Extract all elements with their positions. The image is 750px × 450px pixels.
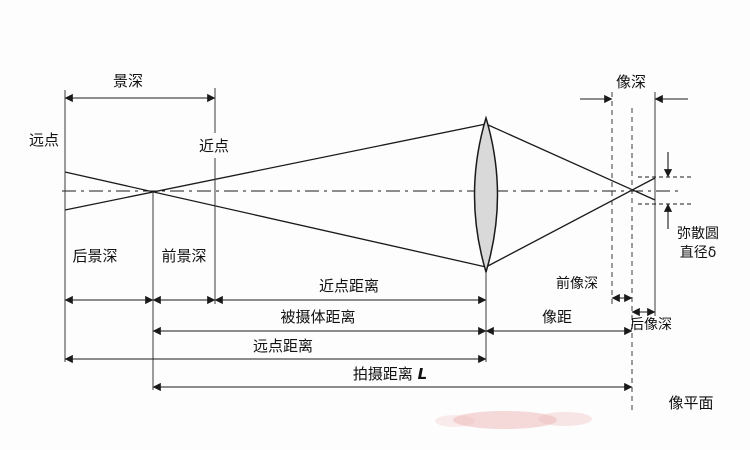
- shooting-distance-symbol: L: [418, 365, 428, 383]
- ray-lens-bottom-to-focus: [485, 177, 656, 268]
- far-point-label: 远点: [29, 131, 59, 149]
- circle-of-confusion-label-line1: 弥散圆: [677, 225, 719, 242]
- watermark-blob-medium: [538, 412, 592, 426]
- watermark-smudge: [435, 411, 592, 429]
- shooting-distance-text: 拍摄距离: [353, 365, 418, 383]
- watermark-blob-large: [453, 411, 557, 429]
- rear-image-depth-label: 后像深: [630, 317, 672, 333]
- subject-distance-label: 被摄体距离: [280, 308, 355, 326]
- light-rays: [64, 123, 656, 268]
- image-depth-label: 像深: [616, 73, 646, 91]
- circle-of-confusion-label-line2: 直径δ: [680, 244, 717, 261]
- ray-upper-left-to-lens-bottom: [64, 171, 487, 268]
- ray-lens-top-to-focus: [485, 123, 656, 201]
- reference-lines: [64, 88, 656, 412]
- image-distance-label: 像距: [542, 308, 572, 326]
- image-plane-label: 像平面: [668, 394, 713, 412]
- ray-lower-left-to-lens-top: [64, 123, 487, 211]
- near-point-label: 近点: [199, 137, 229, 155]
- far-point-distance-label: 远点距离: [253, 337, 313, 355]
- depth-of-field-label: 景深: [113, 72, 143, 90]
- near-point-distance-label: 近点距离: [319, 277, 379, 295]
- front-dof-label: 前景深: [161, 247, 206, 265]
- diagram-labels: 远点 近点 景深 后景深 前景深 近点距离 被摄体距离 远点距离 拍摄距离 L …: [29, 72, 719, 412]
- rear-dof-label: 后景深: [72, 247, 117, 265]
- convex-lens: [473, 115, 499, 275]
- dimension-lines: [64, 93, 688, 392]
- front-image-depth-label: 前像深: [556, 275, 598, 292]
- circle-of-confusion-measure: [638, 152, 692, 229]
- shooting-distance-label: 拍摄距离 L: [353, 365, 427, 383]
